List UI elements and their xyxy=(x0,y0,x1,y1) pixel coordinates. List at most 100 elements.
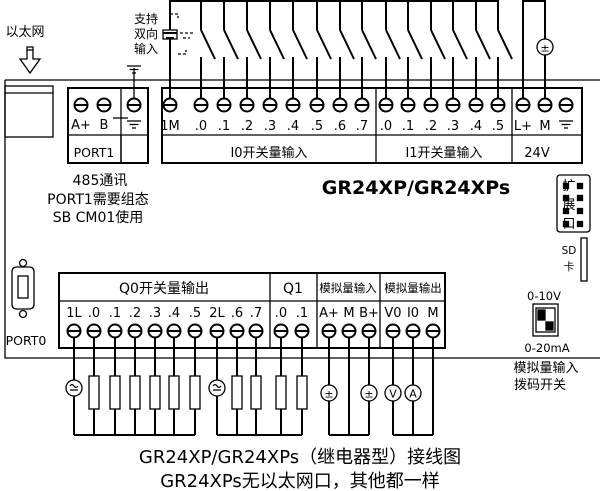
terminal-label: .1 xyxy=(218,119,230,134)
port1-block xyxy=(67,87,149,164)
pin xyxy=(562,194,570,202)
terminal-screw xyxy=(354,97,370,113)
terminal-screw xyxy=(468,97,484,113)
dc-source-icon-label: ± xyxy=(364,388,373,401)
terminal-label: .5 xyxy=(311,119,323,134)
terminal-screw xyxy=(193,97,209,113)
pin xyxy=(562,220,570,228)
switch-contact-icon xyxy=(497,29,513,60)
dip-switch-frame xyxy=(532,303,559,337)
expansion-port xyxy=(556,174,591,233)
terminal-screw xyxy=(162,97,178,113)
ground-icon xyxy=(559,120,573,129)
db9-screw xyxy=(18,258,28,268)
pin xyxy=(576,182,584,190)
output-block xyxy=(58,272,446,349)
terminal-label: .1 xyxy=(296,306,308,321)
caption-note: GR24XPs无以太网口，其他都一样 xyxy=(160,471,440,491)
terminal-label: L+ xyxy=(514,119,532,134)
terminal-label: 2L xyxy=(209,306,225,321)
terminal-label: M xyxy=(427,306,438,321)
voltmeter-icon-label: V xyxy=(389,388,397,401)
terminal-screw xyxy=(229,323,245,339)
terminal-screw xyxy=(332,97,348,113)
terminal-label: .2 xyxy=(241,119,253,134)
dip-switch xyxy=(535,307,556,333)
terminal-label: .6 xyxy=(231,306,243,321)
terminal-screw xyxy=(127,323,143,339)
switch-contact-icon xyxy=(361,29,377,60)
terminal-label: I0 xyxy=(407,306,419,321)
power-label: 24V xyxy=(524,146,550,161)
switch-contact-icon xyxy=(430,29,446,60)
sd-label: SD xyxy=(562,245,577,257)
pin xyxy=(562,207,570,215)
terminal-label: B xyxy=(100,118,109,133)
battery-alt-icon xyxy=(170,13,193,55)
terminal-label: .0 xyxy=(275,306,287,321)
switch-contact-icon xyxy=(452,29,468,60)
ac-source-icon xyxy=(65,379,83,397)
terminal-screw xyxy=(96,97,112,113)
load-resistor-icon xyxy=(149,375,161,410)
switch-contact-icon xyxy=(475,29,491,60)
port0-label: PORT0 xyxy=(6,333,47,348)
ac-wave xyxy=(212,383,222,391)
terminal-label: .6 xyxy=(334,119,346,134)
sd-slot xyxy=(580,237,588,282)
load-resistor-icon xyxy=(275,375,287,410)
voltmeter-icon xyxy=(384,384,402,402)
dc-source-icon xyxy=(320,384,338,402)
load-resistor-icon xyxy=(129,375,141,410)
terminal-label: M xyxy=(343,306,354,321)
note-text: 输入 xyxy=(134,41,158,56)
terminal-label: 1M xyxy=(160,119,180,134)
terminal-label: V0 xyxy=(384,306,401,321)
dip-caption: 模拟量输入 xyxy=(513,360,578,376)
terminal-label: .4 xyxy=(168,306,180,321)
terminal-screw xyxy=(166,323,182,339)
terminal-label: .3 xyxy=(149,306,161,321)
sd-label: 卡 xyxy=(564,260,575,273)
terminal-screw xyxy=(86,323,102,339)
db9-screw xyxy=(18,309,28,319)
ao-label: 模拟量输出 xyxy=(384,281,442,295)
model-title: GR24XP/GR24XPs xyxy=(322,177,510,199)
terminal-screw xyxy=(423,97,439,113)
ac-wave xyxy=(69,383,79,391)
switch-contact-icon xyxy=(246,29,262,60)
port1-label: PORT1 xyxy=(74,145,115,160)
earth-icon xyxy=(127,65,141,74)
switch-contact-icon xyxy=(292,29,308,60)
load-resistor-icon xyxy=(88,375,100,410)
terminal-label: .7 xyxy=(356,119,368,134)
terminal-label: A+ xyxy=(71,118,91,133)
terminal-label: .4 xyxy=(287,119,299,134)
dc-source-icon-label: ± xyxy=(324,388,333,401)
pin xyxy=(576,207,584,215)
terminal-screw xyxy=(309,97,325,113)
note-text: 支持 xyxy=(134,11,158,26)
ground-icon xyxy=(127,120,141,129)
terminal-label: .0 xyxy=(195,119,207,134)
pin xyxy=(576,220,584,228)
terminal-screw xyxy=(248,323,264,339)
dc-source-icon-label: ± xyxy=(540,42,549,55)
terminal-label: .2 xyxy=(129,306,141,321)
terminal-screw xyxy=(400,97,416,113)
db9-pins xyxy=(17,275,29,299)
switch-contact-icon xyxy=(407,29,423,60)
terminal-screw xyxy=(445,97,461,113)
down-arrow-icon xyxy=(18,46,42,75)
switch-contact-icon xyxy=(316,29,332,60)
load-resistor-icon xyxy=(189,375,201,410)
load-resistor-icon xyxy=(231,375,243,410)
terminal-label: .2 xyxy=(425,119,437,134)
switch-contact-icon xyxy=(269,29,285,60)
terminal-screw xyxy=(147,323,163,339)
terminal-screw xyxy=(216,97,232,113)
terminal-screw xyxy=(405,323,421,339)
terminal-screw xyxy=(490,97,506,113)
terminal-label: .5 xyxy=(492,119,504,134)
